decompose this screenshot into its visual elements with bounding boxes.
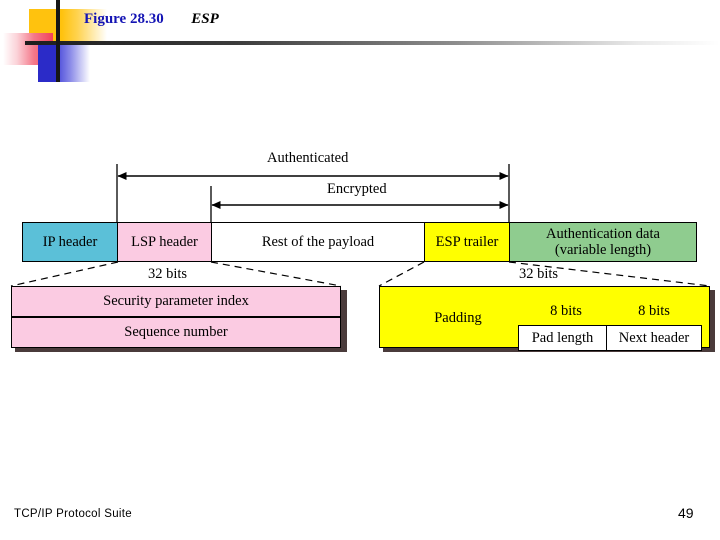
span-label-authenticated: Authenticated <box>267 150 349 166</box>
ornament-vertical-rule <box>56 0 60 82</box>
slide-title: Figure 28.30 ESP <box>84 11 219 28</box>
ornament-blue-square <box>38 45 60 82</box>
bits-label-next-header: 8 bits <box>638 303 670 319</box>
width-label-right-32bits: 32 bits <box>519 266 559 282</box>
figure-subject: ESP <box>191 11 219 27</box>
segment-rest-of-payload: Rest of the payload <box>211 222 425 262</box>
figure-number: Figure 28.30 <box>84 11 164 27</box>
detail-pad-length: Pad length <box>518 325 607 351</box>
auth-data-line1: Authentication data <box>546 225 660 242</box>
diagram-lines <box>10 164 711 287</box>
slide-ornament <box>0 0 200 95</box>
detail-padding-label: Padding <box>434 310 482 326</box>
bits-label-pad-length: 8 bits <box>550 303 582 319</box>
ornament-horizontal-rule <box>25 41 720 45</box>
detail-sequence-number: Sequence number <box>11 317 341 348</box>
detail-next-header: Next header <box>606 325 702 351</box>
esp-packet-diagram: Authenticated Encrypted IP header LSP he… <box>10 150 715 352</box>
width-label-left-32bits: 32 bits <box>148 266 188 282</box>
segment-authentication-data: Authentication data (variable length) <box>509 222 697 262</box>
span-label-encrypted: Encrypted <box>327 181 387 197</box>
auth-data-line2: (variable length) <box>554 242 652 258</box>
page-number: 49 <box>678 505 694 521</box>
segment-esp-trailer: ESP trailer <box>424 222 510 262</box>
detail-security-parameter-index: Security parameter index <box>11 286 341 317</box>
segment-ip-header: IP header <box>22 222 118 262</box>
footer-title: TCP/IP Protocol Suite <box>14 508 132 520</box>
segment-lsp-header: LSP header <box>117 222 212 262</box>
